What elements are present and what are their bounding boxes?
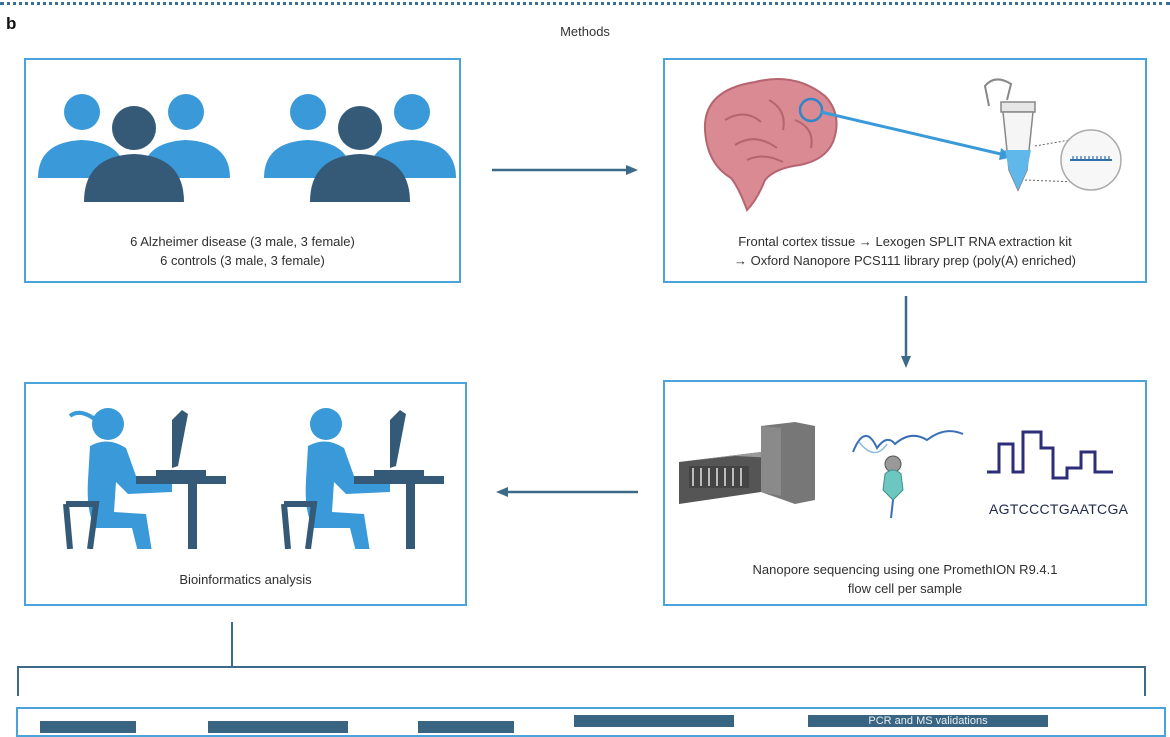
cohort-box: 6 Alzheimer disease (3 male, 3 female) 6… [24,58,461,283]
bracket-right-leg [1144,666,1146,696]
top-dotted-rule [0,2,1170,5]
tissue-line-2: → Oxford Nanopore PCS111 library prep (p… [734,253,1076,268]
analysts-at-computers-icon [63,408,444,549]
cohort-caption: 6 Alzheimer disease (3 male, 3 female) 6… [26,232,459,270]
sample-tube-icon [983,78,1122,192]
figure-title: Methods [560,24,610,39]
result-tab-1 [40,721,136,733]
sequence-readout: AGTCCCTGAATCGA [989,501,1129,517]
result-tab-4 [574,715,734,727]
arrow-left-icon [496,487,638,497]
results-box: PCR and MS validations [16,707,1166,737]
analysis-label: Bioinformatics analysis [179,572,312,587]
bracket-left-leg [17,666,19,696]
sequencing-line-2: flow cell per sample [847,581,963,596]
brain-icon [703,78,838,212]
arrow-right-icon [492,165,638,175]
tissue-box: Frontal cortex tissue → Lexogen SPLIT RN… [663,58,1147,283]
tissue-caption: Frontal cortex tissue → Lexogen SPLIT RN… [665,232,1145,270]
analysis-box: Bioinformatics analysis [24,382,467,606]
nanopore-icon [852,430,964,519]
sequencing-box: AGTCCCTGAATCGA Nanopore sequencing using… [663,380,1147,606]
analysis-caption: Bioinformatics analysis [26,570,465,589]
panel-letter: b [6,14,17,33]
result-tab-3 [418,721,514,733]
cohort-line-2: 6 controls (3 male, 3 female) [160,253,325,268]
result-tab-2 [208,721,348,733]
people-group-icon [38,94,456,202]
sequencing-caption: Nanopore sequencing using one PromethION… [665,560,1145,598]
cohort-line-1: 6 Alzheimer disease (3 male, 3 female) [130,234,355,249]
sequencing-line-1: Nanopore sequencing using one PromethION… [752,562,1058,577]
signal-trace-icon [987,430,1113,480]
connector-vertical [231,622,233,666]
tissue-line-1: Frontal cortex tissue → Lexogen SPLIT RN… [738,234,1072,249]
sequencer-illustration [679,422,1113,519]
result-tab-5: PCR and MS validations [808,715,1048,727]
bracket-horizontal [17,666,1146,668]
brain-tube-illustration [703,78,1122,212]
arrow-down-icon [901,296,911,368]
promethion-device-icon [679,422,815,504]
